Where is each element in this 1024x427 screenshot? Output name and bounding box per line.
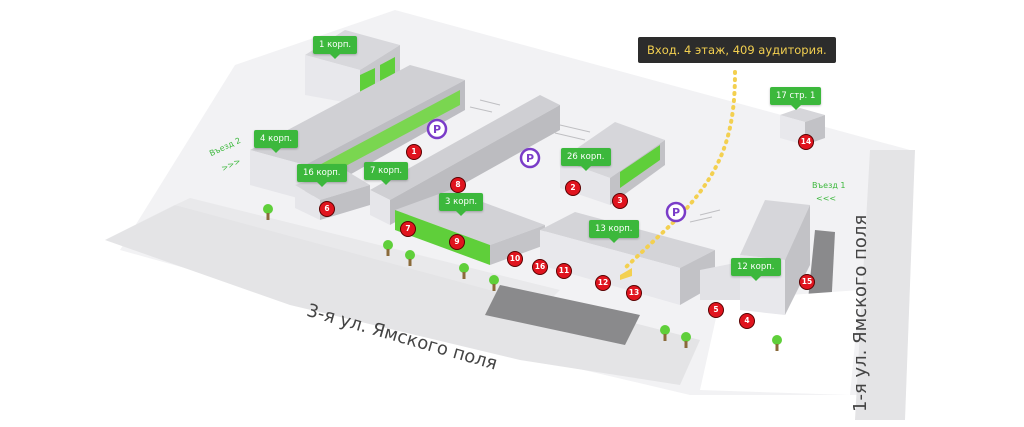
marker-4[interactable]: 4 — [739, 313, 755, 329]
entrance-callout: Вход. 4 этаж, 409 аудитория. — [638, 37, 836, 63]
marker-7[interactable]: 7 — [400, 221, 416, 237]
parking-pin-2[interactable]: P — [519, 147, 541, 169]
entry-1-label: Въезд 1 — [812, 181, 846, 190]
marker-5[interactable]: 5 — [708, 302, 724, 318]
building-7 — [370, 95, 560, 225]
parking-pin-1[interactable]: P — [426, 118, 448, 140]
building-label-13[interactable]: 13 корп. — [589, 220, 639, 243]
marker-8[interactable]: 8 — [450, 177, 466, 193]
building-label-26[interactable]: 26 корп. — [561, 148, 611, 171]
marker-6[interactable]: 6 — [319, 201, 335, 217]
marker-11[interactable]: 11 — [556, 263, 572, 279]
svg-text:P: P — [672, 206, 680, 219]
building-13 — [540, 212, 715, 305]
parking-lines — [469, 99, 721, 223]
marker-1[interactable]: 1 — [406, 144, 422, 160]
marker-12[interactable]: 12 — [595, 275, 611, 291]
parking-strip-bottom — [485, 285, 640, 345]
street-right — [855, 150, 915, 420]
parking-pin-3[interactable]: P — [665, 201, 687, 223]
svg-text:P: P — [433, 123, 441, 136]
building-label-4[interactable]: 4 корп. — [254, 130, 299, 153]
marker-2[interactable]: 2 — [565, 180, 581, 196]
marker-10[interactable]: 10 — [507, 251, 523, 267]
trees — [263, 204, 782, 351]
entrance-icon — [620, 268, 632, 280]
marker-13[interactable]: 13 — [626, 285, 642, 301]
building-26 — [560, 122, 665, 205]
street-label-right: 1-я ул. Ямского поля — [850, 214, 871, 412]
marker-9[interactable]: 9 — [449, 234, 465, 250]
marker-15[interactable]: 15 — [799, 274, 815, 290]
building-3 — [395, 190, 545, 265]
marker-14[interactable]: 14 — [798, 134, 814, 150]
entry-1-arrows: <<< — [816, 194, 837, 203]
street-bottom — [105, 205, 700, 385]
marker-16[interactable]: 16 — [532, 259, 548, 275]
building-label-3[interactable]: 3 корп. — [439, 193, 484, 216]
building-label-7[interactable]: 7 корп. — [364, 162, 409, 185]
building-label-17[interactable]: 17 стр. 1 — [770, 87, 822, 110]
building-label-1[interactable]: 1 корп. — [313, 36, 358, 59]
building-label-12[interactable]: 12 корп. — [731, 258, 781, 281]
building-label-16[interactable]: 16 корп. — [297, 164, 347, 187]
marker-3[interactable]: 3 — [612, 193, 628, 209]
svg-text:P: P — [526, 152, 534, 165]
